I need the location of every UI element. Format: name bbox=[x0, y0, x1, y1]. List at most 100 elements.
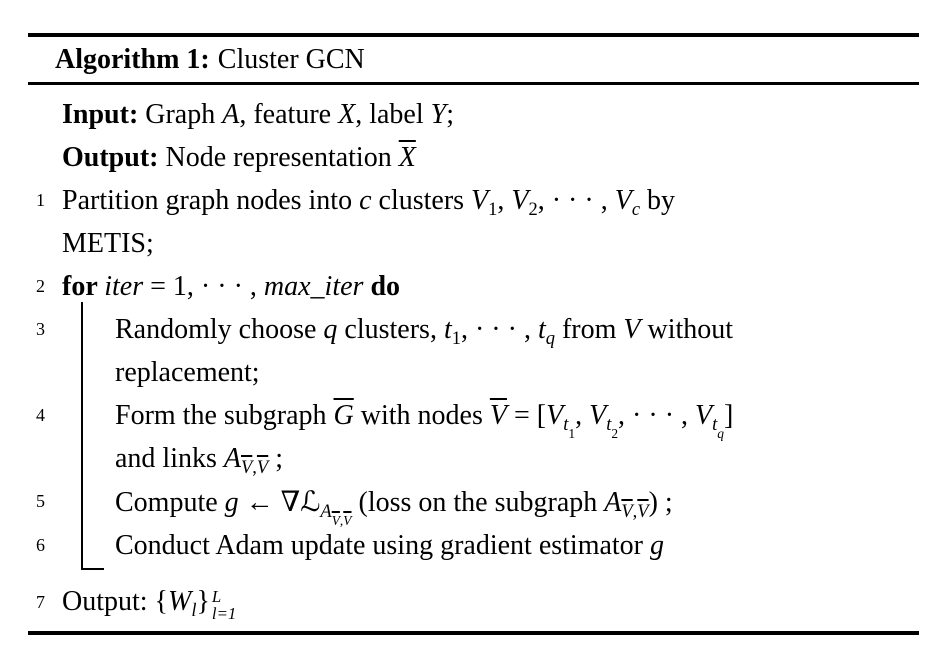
text-run: , bbox=[497, 185, 512, 216]
loop-block-rule bbox=[81, 302, 104, 570]
text-run: and links bbox=[115, 443, 224, 474]
text-run: V bbox=[614, 185, 632, 216]
line-number: 6 bbox=[36, 535, 45, 555]
text-run: A bbox=[222, 99, 240, 130]
text-run: q bbox=[323, 314, 338, 345]
text-run: c bbox=[359, 185, 372, 216]
text-run: , feature bbox=[239, 99, 339, 130]
text-run: do bbox=[363, 271, 401, 302]
algorithm-title-label: Algorithm 1: bbox=[55, 43, 210, 75]
text-run: t bbox=[563, 413, 569, 434]
text-run: Form the subgraph bbox=[115, 400, 334, 431]
line-number: 3 bbox=[36, 319, 45, 339]
text-run: V bbox=[331, 513, 340, 529]
text-run: A bbox=[223, 443, 241, 474]
text-run: Input: bbox=[62, 99, 139, 130]
text-run: , · · · , bbox=[460, 314, 538, 345]
line-content: Conduct Adam update using gradient estim… bbox=[115, 524, 919, 567]
text-run: , bbox=[575, 400, 590, 431]
algorithm-title: Algorithm 1: Cluster GCN bbox=[28, 37, 919, 82]
text-run: ℒ bbox=[300, 485, 321, 518]
bottom-rule bbox=[28, 631, 919, 635]
algorithm-box: Algorithm 1: Cluster GCN Input: Graph A,… bbox=[28, 33, 919, 635]
io-section: Input: Graph A, feature X, label Y;Outpu… bbox=[28, 93, 919, 179]
text-run: , bbox=[252, 456, 257, 477]
text-run: iter bbox=[104, 271, 144, 302]
top-rule bbox=[28, 33, 919, 37]
line-content: METIS; bbox=[62, 222, 919, 265]
text-run: t bbox=[537, 314, 546, 345]
text-run: Conduct Adam update using gradient estim… bbox=[115, 530, 651, 561]
text-run: q bbox=[545, 327, 555, 348]
algorithm-line: METIS; bbox=[28, 222, 919, 265]
text-run: 1 bbox=[451, 327, 461, 348]
text-run: X bbox=[338, 99, 356, 130]
algorithm-line: Output: Node representation X bbox=[28, 136, 919, 179]
text-run: g bbox=[224, 487, 239, 518]
text-run: ; bbox=[268, 443, 283, 474]
text-run: clusters bbox=[371, 185, 472, 216]
line-content: Partition graph nodes into c clusters V1… bbox=[62, 179, 919, 222]
text-run: = 1, · · · , bbox=[143, 271, 264, 302]
text-run: W bbox=[168, 586, 192, 617]
text-run: t bbox=[606, 413, 612, 434]
text-run: V bbox=[343, 513, 352, 529]
text-run: l bbox=[191, 599, 197, 620]
text-run: , bbox=[632, 500, 638, 521]
text-run: clusters, bbox=[337, 314, 444, 345]
text-run: V bbox=[241, 456, 253, 477]
text-run: 2 bbox=[528, 198, 538, 219]
text-run: for bbox=[62, 271, 105, 302]
text-run: q bbox=[717, 426, 724, 442]
text-run: ) ; bbox=[648, 487, 673, 518]
line-content: Input: Graph A, feature X, label Y; bbox=[62, 93, 919, 136]
text-run: Output: bbox=[62, 142, 159, 173]
text-run: t bbox=[712, 413, 718, 434]
text-run: Node representation bbox=[158, 142, 399, 173]
text-run: by bbox=[640, 185, 676, 216]
text-run: V bbox=[589, 400, 607, 431]
text-run: c bbox=[631, 198, 641, 219]
text-run: METIS; bbox=[62, 228, 154, 259]
text-run: Y bbox=[430, 99, 447, 130]
line-content: and links AV,V ; bbox=[115, 437, 919, 480]
line-number: 2 bbox=[36, 276, 45, 296]
text-run: V bbox=[546, 400, 564, 431]
algorithm-body: Input: Graph A, feature X, label Y;Outpu… bbox=[28, 85, 919, 631]
text-run: V bbox=[256, 456, 269, 477]
line-number: 5 bbox=[36, 491, 45, 511]
text-run: V bbox=[471, 185, 489, 216]
text-run: V bbox=[623, 314, 641, 345]
line-number: 1 bbox=[36, 190, 45, 210]
text-run: G bbox=[333, 400, 354, 431]
text-run: replacement; bbox=[115, 357, 260, 388]
line-number: 7 bbox=[36, 592, 45, 612]
text-run: ] bbox=[724, 400, 734, 431]
text-run: , label bbox=[355, 99, 431, 130]
algorithm-line: and links AV,V ; bbox=[28, 437, 919, 480]
text-run: 1 bbox=[488, 198, 498, 219]
algorithm-line: replacement; bbox=[28, 351, 919, 394]
text-run: Output: { bbox=[62, 586, 168, 617]
text-run: , · · · , bbox=[618, 400, 696, 431]
text-run: X bbox=[398, 142, 416, 173]
line-number: 4 bbox=[36, 405, 45, 425]
text-run: A bbox=[320, 500, 332, 521]
text-run: ; bbox=[446, 99, 454, 130]
text-run: = [ bbox=[506, 400, 547, 431]
header-rule bbox=[28, 82, 919, 85]
text-run: V bbox=[511, 185, 529, 216]
text-run: V bbox=[695, 400, 713, 431]
text-run: Compute bbox=[115, 487, 225, 518]
text-run: , bbox=[339, 513, 344, 529]
text-run: t bbox=[443, 314, 452, 345]
